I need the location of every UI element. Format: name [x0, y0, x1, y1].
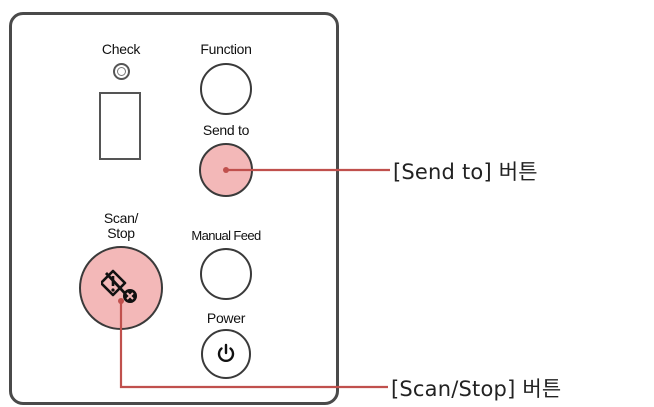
check-lamp [113, 63, 130, 80]
manual-feed-button[interactable] [200, 248, 252, 300]
operator-panel [9, 12, 339, 405]
scan-stop-button[interactable] [79, 246, 163, 330]
check-label: Check [101, 41, 141, 57]
scan-stop-icon [101, 269, 137, 303]
power-icon [217, 343, 235, 363]
manual-feed-label: Manual Feed [191, 228, 261, 243]
power-button[interactable] [201, 329, 251, 379]
function-number-display [99, 92, 141, 160]
scan-stop-label: Scan/ Stop [84, 211, 158, 241]
send-to-callout: [Send to] 버튼 [393, 160, 538, 184]
scan-stop-label-line2: Stop [107, 225, 135, 241]
send-to-label: Send to [202, 122, 250, 138]
scan-stop-label-line1: Scan/ [103, 210, 139, 226]
send-to-button[interactable] [199, 143, 253, 197]
function-label: Function [200, 41, 252, 57]
scan-stop-callout: [Scan/Stop] 버튼 [391, 377, 562, 401]
power-label: Power [206, 310, 246, 326]
function-button[interactable] [200, 63, 252, 115]
